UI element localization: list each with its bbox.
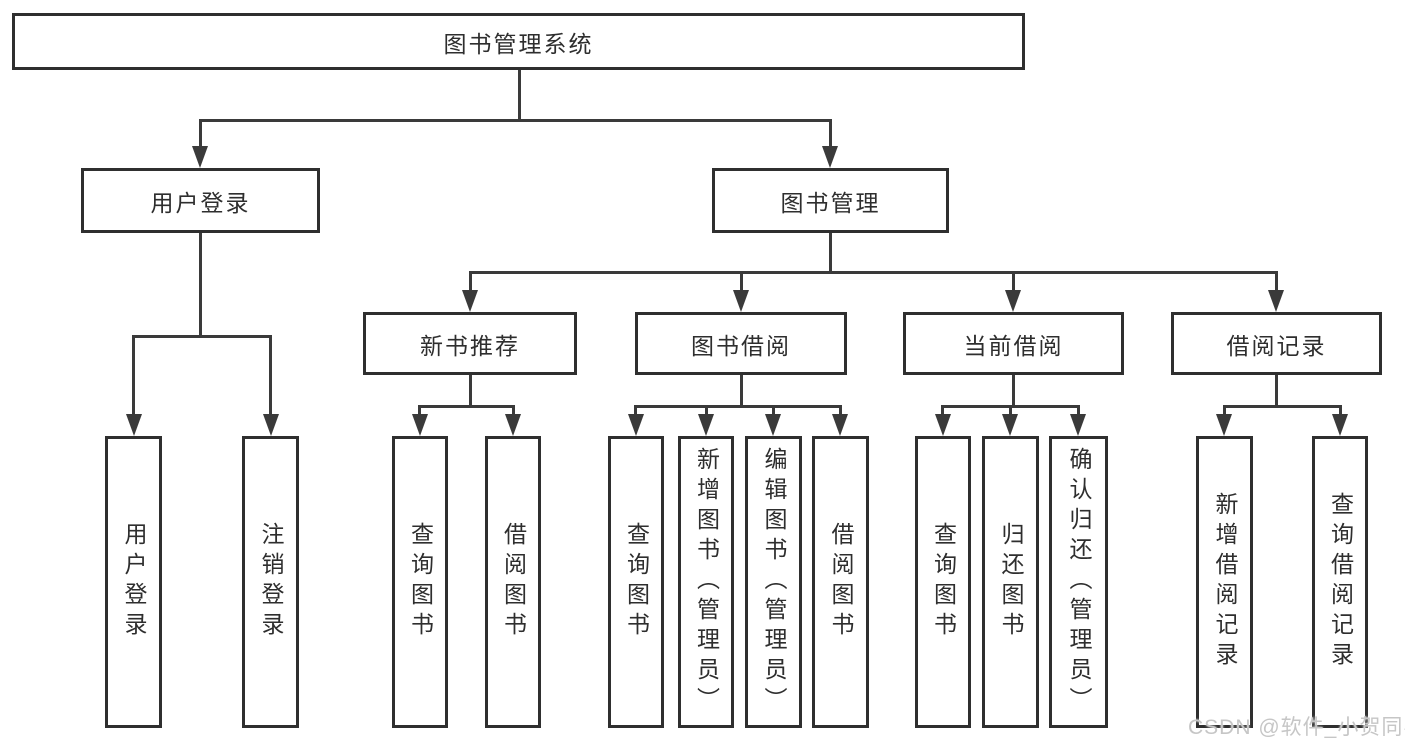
leaf-bb-query-book: 查询图书 [608, 436, 664, 728]
connector-drop-borrow-records [1275, 271, 1278, 292]
arrowhead-br-query [1332, 414, 1348, 436]
connector-drop-cb-return [1009, 405, 1012, 416]
connector-new-book-rec-split [418, 405, 515, 408]
connector-drop-rec-query [418, 405, 421, 416]
connector-drop-bb-borrow [839, 405, 842, 416]
leaf-cb-confirm-return-admin: 确认归还（管理员） [1049, 436, 1108, 728]
node-current-borrow-label: 当前借阅 [963, 332, 1064, 359]
node-current-borrow: 当前借阅 [903, 312, 1124, 375]
arrowhead-br-add [1216, 414, 1232, 436]
arrowhead-rec-borrow [505, 414, 521, 436]
connector-current-borrow-stem [1012, 375, 1015, 408]
connector-drop-user-login [199, 119, 202, 148]
arrowhead-user-login [192, 146, 208, 168]
connector-level2-split [199, 119, 832, 122]
arrowhead-rec-query [412, 414, 428, 436]
arrowhead-book-borrow [733, 290, 749, 312]
node-root-system: 图书管理系统 [12, 13, 1025, 70]
connector-drop-book-borrow [740, 271, 743, 292]
arrowhead-bb-edit [765, 414, 781, 436]
arrowhead-book-mgmt [822, 146, 838, 168]
leaf-rec-borrow-book: 借阅图书 [485, 436, 541, 728]
arrowhead-cb-confirm [1070, 414, 1086, 436]
arrowhead-leaf-login [126, 414, 142, 436]
connector-borrow-records-stem [1275, 375, 1278, 408]
connector-drop-book-mgmt [829, 119, 832, 148]
leaf-br-query-record: 查询借阅记录 [1312, 436, 1368, 728]
connector-drop-br-add [1223, 405, 1226, 416]
connector-drop-cb-confirm [1077, 405, 1080, 416]
connector-root-stem [518, 70, 521, 119]
leaf-cb-query-book: 查询图书 [915, 436, 971, 728]
leaf-br-add-record: 新增借阅记录 [1196, 436, 1253, 728]
connector-drop-current-borrow [1012, 271, 1015, 292]
connector-level3-split [469, 271, 1278, 274]
connector-drop-br-query [1339, 405, 1342, 416]
arrowhead-new-book-rec [462, 290, 478, 312]
connector-drop-bb-edit [772, 405, 775, 416]
leaf-rec-query-book: 查询图书 [392, 436, 448, 728]
leaf-logout: 注销登录 [242, 436, 299, 728]
node-user-login: 用户登录 [81, 168, 320, 233]
node-book-borrow: 图书借阅 [635, 312, 847, 375]
arrowhead-bb-borrow [832, 414, 848, 436]
connector-book-mgmt-stem [829, 233, 832, 273]
connector-drop-bb-query [634, 405, 637, 416]
node-root-system-label: 图书管理系统 [443, 30, 594, 57]
leaf-bb-borrow-book: 借阅图书 [812, 436, 869, 728]
arrowhead-cb-return [1002, 414, 1018, 436]
connector-drop-leaf-login [132, 335, 135, 416]
csdn-watermark: CSDN @软件_小贺同学 [1188, 716, 1405, 739]
node-borrow-records-label: 借阅记录 [1226, 332, 1327, 359]
connector-new-book-rec-stem [469, 375, 472, 408]
arrowhead-leaf-logout [263, 414, 279, 436]
connector-borrow-records-split [1223, 405, 1342, 408]
connector-user-login-stem [199, 233, 202, 337]
node-borrow-records: 借阅记录 [1171, 312, 1382, 375]
arrowhead-cb-query [935, 414, 951, 436]
arrowhead-borrow-records [1268, 290, 1284, 312]
node-new-book-rec-label: 新书推荐 [420, 332, 520, 359]
connector-drop-cb-query [941, 405, 944, 416]
connector-drop-rec-borrow [512, 405, 515, 416]
connector-drop-new-book-rec [469, 271, 472, 292]
node-book-mgmt-label: 图书管理 [780, 189, 881, 216]
connector-drop-leaf-logout [269, 335, 272, 416]
node-new-book-rec: 新书推荐 [363, 312, 577, 375]
leaf-bb-edit-book-admin: 编辑图书（管理员） [745, 436, 802, 728]
connector-drop-bb-add [705, 405, 708, 416]
leaf-cb-return-book: 归还图书 [982, 436, 1039, 728]
node-user-login-label: 用户登录 [150, 189, 251, 216]
connector-book-borrow-stem [740, 375, 743, 408]
leaf-bb-add-book-admin: 新增图书（管理员） [678, 436, 734, 728]
node-book-borrow-label: 图书借阅 [691, 332, 791, 359]
arrowhead-current-borrow [1005, 290, 1021, 312]
connector-user-login-split [132, 335, 271, 338]
arrowhead-bb-add [698, 414, 714, 436]
node-book-mgmt: 图书管理 [712, 168, 949, 233]
leaf-user-login: 用户登录 [105, 436, 162, 728]
connector-book-borrow-split [634, 405, 842, 408]
arrowhead-bb-query [628, 414, 644, 436]
